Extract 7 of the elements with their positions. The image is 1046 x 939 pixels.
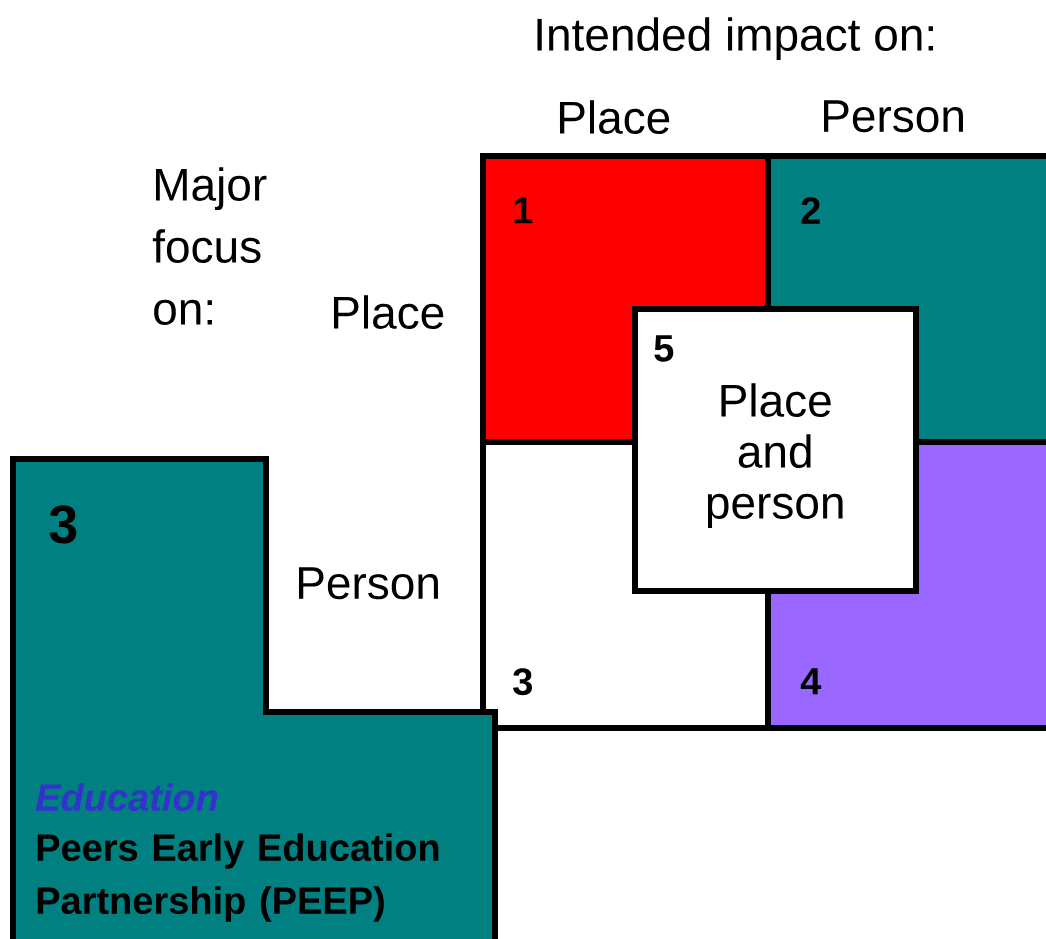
column-label: Person xyxy=(824,100,963,133)
axis-heading: Intended impact on: xyxy=(537,17,933,61)
column-label: Place xyxy=(560,100,670,134)
row-label: Person xyxy=(299,567,438,600)
axis-heading: Major focus on: xyxy=(152,167,267,325)
row-label: Place xyxy=(334,295,444,329)
overlap-box: 5 Place and person xyxy=(632,306,919,594)
